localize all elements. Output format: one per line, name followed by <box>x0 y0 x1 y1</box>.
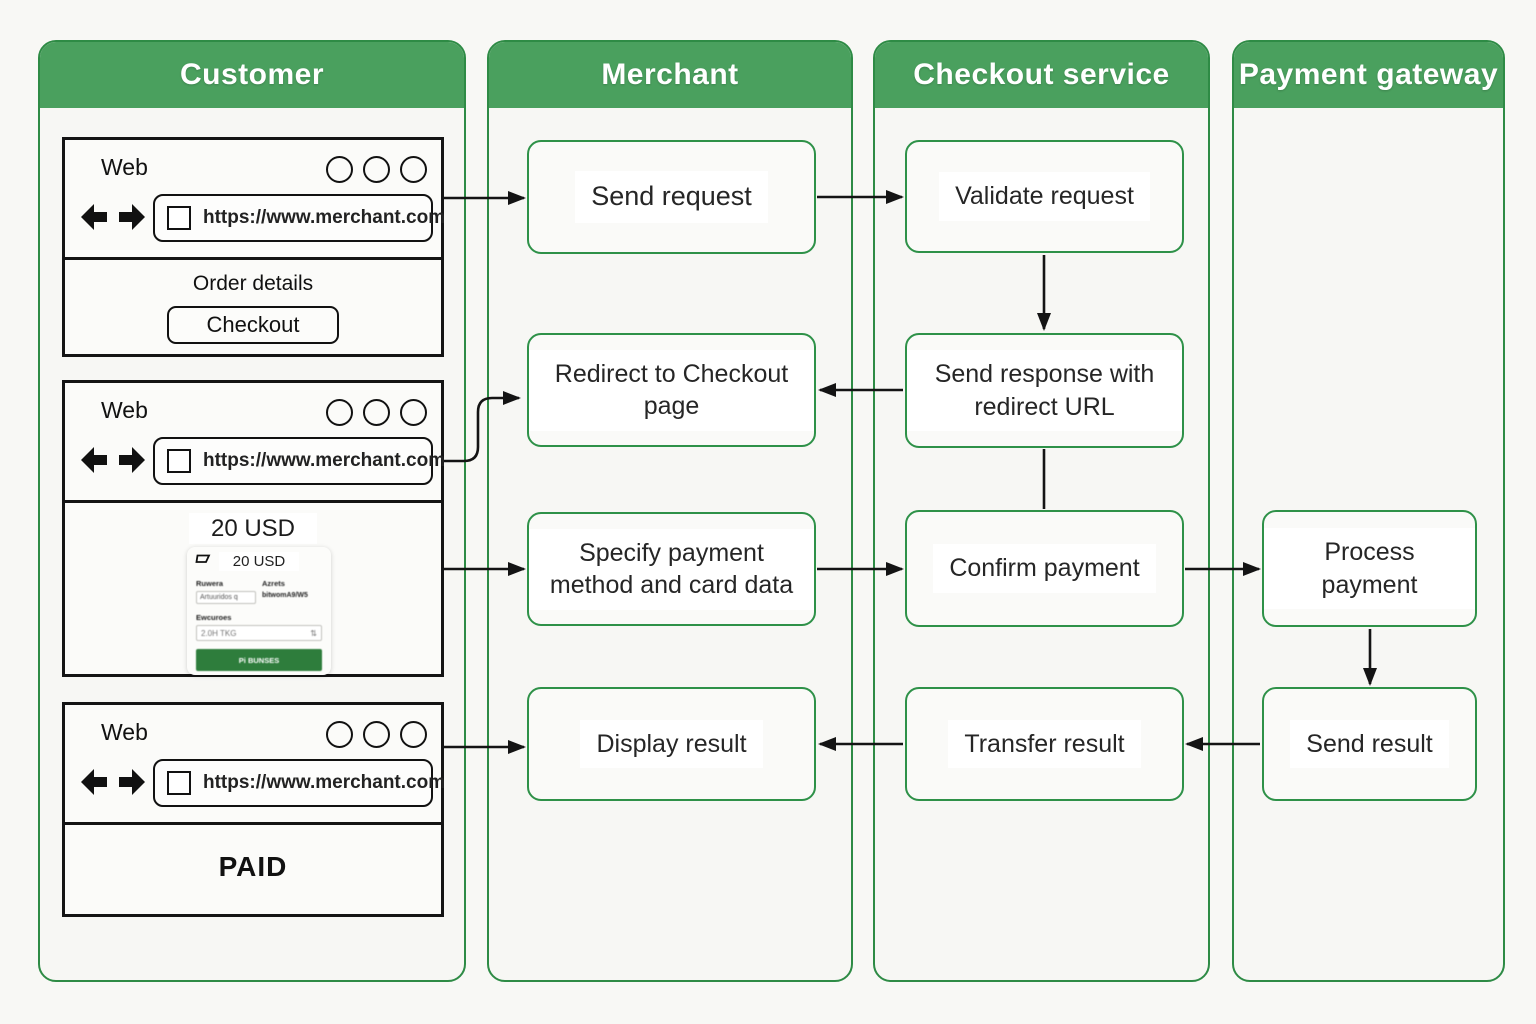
card-field-label: Azrets <box>262 579 285 588</box>
checkout-button: Checkout <box>167 306 339 344</box>
cart-icon <box>195 554 211 563</box>
step-label: Transfer result <box>948 719 1141 769</box>
browser-nav-arrows <box>79 767 147 797</box>
browser-app-label: Web <box>101 719 148 745</box>
card-field-label: Ruwera <box>196 579 224 588</box>
step-send-response-redirect-url: Send response with redirect URL <box>905 333 1184 448</box>
browser-toolbar: Web https://www.merchant.com <box>65 140 445 260</box>
browser-window-paid: Web https://www.merchant.com PAID <box>62 702 445 917</box>
window-circle-icon <box>363 156 390 183</box>
browser-toolbar: Web https://www.merchant.com <box>65 705 445 825</box>
card-field-value: bitwomA9/W5 <box>262 592 308 599</box>
step-confirm-payment: Confirm payment <box>905 510 1184 627</box>
step-display-result: Display result <box>527 687 816 801</box>
step-send-result: Send result <box>1262 687 1477 801</box>
browser-app-label: Web <box>101 154 148 180</box>
browser-window-order: Web https://www.merchant.com Order detai <box>62 137 445 357</box>
lane-title: Payment gateway <box>1238 58 1499 91</box>
window-circle-icon <box>326 399 353 426</box>
browser-toolbar: Web https://www.merchant.com <box>65 383 445 503</box>
step-transfer-result: Transfer result <box>905 687 1184 801</box>
window-circle-icon <box>400 399 427 426</box>
page-icon <box>167 771 191 795</box>
card-fields: Ruwera Artuuridos q Azrets bitwomA9/W5 <box>196 579 322 604</box>
paid-status: PAID <box>218 851 288 882</box>
url-text: https://www.merchant.com <box>203 207 446 228</box>
browser-nav-arrows <box>79 202 147 232</box>
forward-arrow-icon <box>119 204 145 230</box>
url-text: https://www.merchant.com <box>203 450 446 471</box>
step-validate-request: Validate request <box>905 140 1184 253</box>
card-field-input: Artuuridos q <box>196 591 256 604</box>
amount-heading: 20 USD <box>65 503 441 544</box>
step-label: Confirm payment <box>933 544 1156 593</box>
forward-arrow-icon <box>119 769 145 795</box>
step-label: Validate request <box>939 172 1150 221</box>
forward-arrow-icon <box>119 447 145 473</box>
window-control-icons <box>326 721 427 748</box>
window-control-icons <box>326 399 427 426</box>
step-label: Redirect to Checkout page <box>529 349 814 431</box>
back-arrow-icon <box>81 447 107 473</box>
lane-header-checkout-service: Checkout service <box>875 42 1208 108</box>
step-send-request: Send request <box>527 140 816 254</box>
browser-app-label: Web <box>101 397 148 423</box>
step-label: Display result <box>580 719 763 769</box>
window-circle-icon <box>326 156 353 183</box>
window-circle-icon <box>400 721 427 748</box>
step-label: Specify payment method and card data <box>529 528 814 610</box>
lane-header-customer: Customer <box>40 42 464 108</box>
lane-title: Customer <box>179 58 325 91</box>
window-circle-icon <box>400 156 427 183</box>
url-text: https://www.merchant.com <box>203 772 446 793</box>
pay-button: Pi BUNSES <box>196 649 322 671</box>
lane-title: Checkout service <box>913 58 1170 91</box>
back-arrow-icon <box>81 204 107 230</box>
browser-content: 20 USD 20 USD Ruwera Artuuridos q Azrets <box>65 503 441 675</box>
step-specify-payment-method: Specify payment method and card data <box>527 512 816 626</box>
lane-header-merchant: Merchant <box>489 42 851 108</box>
page-icon <box>167 449 191 473</box>
window-circle-icon <box>326 721 353 748</box>
card-expiry-input: 2.0H TKG ⇅ <box>196 625 322 641</box>
window-control-icons <box>326 156 427 183</box>
step-redirect-to-checkout-page: Redirect to Checkout page <box>527 333 816 447</box>
back-arrow-icon <box>81 769 107 795</box>
url-bar: https://www.merchant.com <box>153 759 445 807</box>
url-bar: https://www.merchant.com <box>153 194 445 242</box>
lane-header-payment-gateway: Payment gateway <box>1234 42 1503 108</box>
order-details-heading: Order details <box>192 272 314 295</box>
url-bar: https://www.merchant.com <box>153 437 445 485</box>
step-label: Send response with redirect URL <box>907 350 1182 431</box>
window-circle-icon <box>363 721 390 748</box>
window-circle-icon <box>363 399 390 426</box>
browser-content: Order details Checkout <box>65 260 441 344</box>
card-amount: 20 USD <box>196 552 322 571</box>
step-process-payment: Process payment <box>1262 510 1477 627</box>
step-label: Send request <box>575 171 768 223</box>
lane-title: Merchant <box>601 58 739 91</box>
browser-window-checkout: Web https://www.merchant.com 20 <box>62 380 445 677</box>
page-icon <box>167 206 191 230</box>
browser-nav-arrows <box>79 445 147 475</box>
step-label: Process payment <box>1264 528 1475 609</box>
card-expiry-label: Ewcuroes <box>196 613 232 622</box>
stepper-icon: ⇅ <box>310 628 317 638</box>
step-label: Send result <box>1290 719 1449 769</box>
browser-content: PAID <box>65 825 441 883</box>
payment-card: 20 USD Ruwera Artuuridos q Azrets bitwom… <box>187 547 331 675</box>
